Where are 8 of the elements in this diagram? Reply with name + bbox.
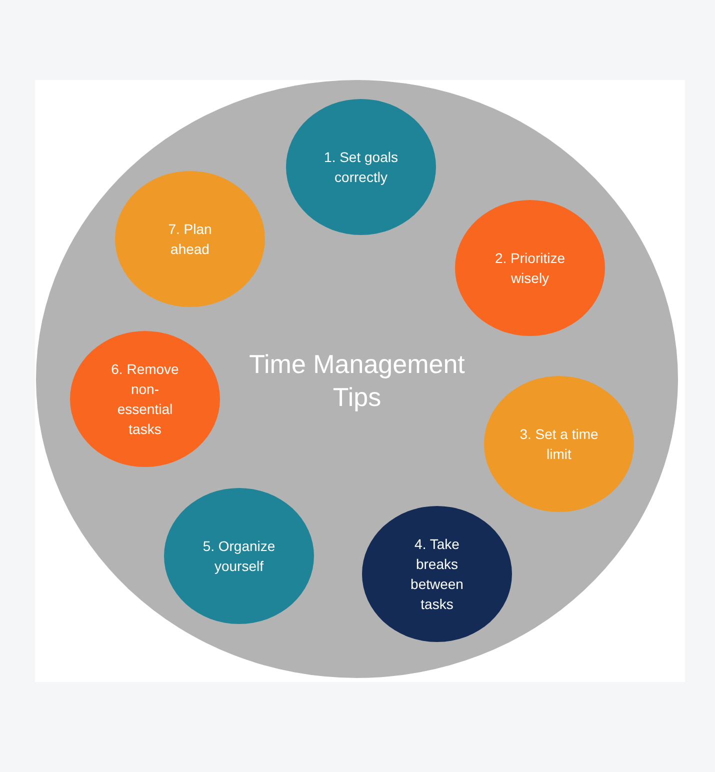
node-label: 3. Set a time limit (518, 425, 600, 464)
node-label: 4. Take breaks between tasks (410, 535, 464, 614)
node-label: 2. Prioritize wisely (494, 249, 566, 288)
node-label: 7. Plan ahead (167, 220, 213, 259)
node-label: 1. Set goals correctly (323, 148, 399, 187)
node-label: 6. Remove non-essential tasks (110, 360, 180, 439)
center-title: Time Management Tips (248, 348, 466, 414)
node-label: 5. Organize yourself (202, 537, 276, 576)
